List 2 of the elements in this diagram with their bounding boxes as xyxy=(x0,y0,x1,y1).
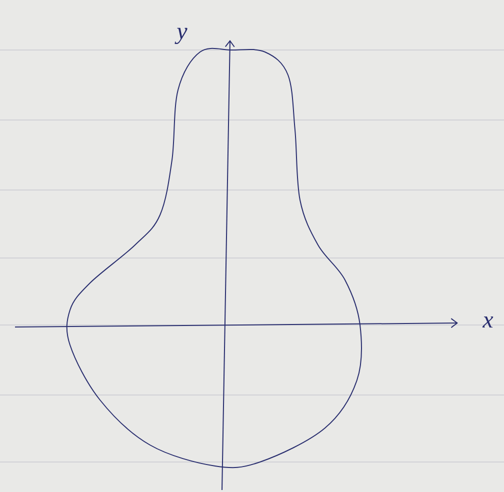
axis-label: y xyxy=(174,28,188,44)
axis-label: x xyxy=(482,316,494,328)
